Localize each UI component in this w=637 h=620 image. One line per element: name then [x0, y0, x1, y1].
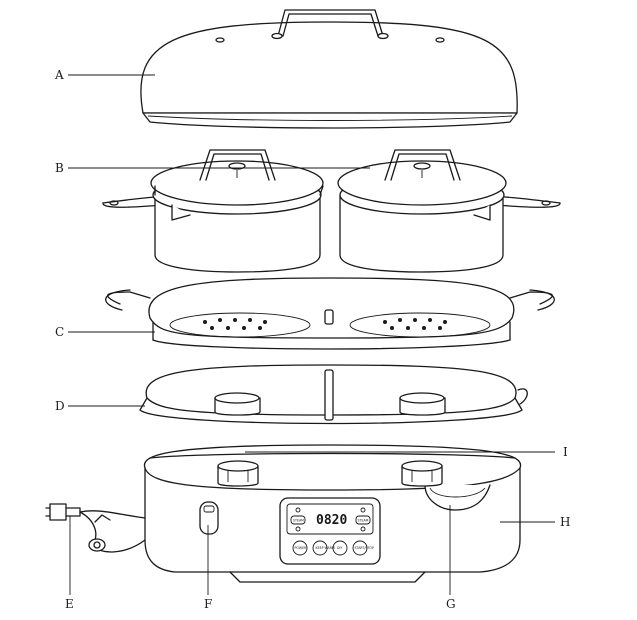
leader-lines — [68, 74, 555, 595]
label-a: A — [54, 68, 64, 82]
svg-text:DIY: DIY — [337, 546, 342, 550]
power-button[interactable] — [292, 540, 308, 556]
water-level-window — [199, 501, 219, 535]
svg-text:KEEP WARM: KEEP WARM — [316, 546, 335, 550]
down-arrow-left-icon[interactable] — [295, 526, 301, 532]
pot-left — [102, 149, 324, 273]
svg-text:STEAM: STEAM — [358, 519, 369, 523]
label-c: C — [55, 325, 64, 339]
label-d: D — [55, 399, 65, 413]
control-panel: 0820 STEAM STEAM POWER KEEP WARM DIY STA… — [279, 497, 381, 565]
up-arrow-right-icon[interactable] — [360, 507, 366, 513]
start-stop-button[interactable] — [352, 540, 368, 556]
label-b: B — [55, 161, 64, 175]
base: 0820 STEAM STEAM POWER KEEP WARM DIY STA… — [143, 444, 522, 583]
steam-right-button[interactable] — [355, 515, 371, 525]
pot-right — [337, 149, 561, 273]
label-i: I — [563, 445, 568, 459]
lid — [140, 9, 518, 129]
diy-button[interactable] — [332, 540, 348, 556]
steam-holes — [203, 318, 447, 330]
label-g: G — [446, 597, 456, 611]
down-arrow-right-icon[interactable] — [360, 526, 366, 532]
display-readout: 0820 — [316, 513, 347, 528]
label-f: F — [204, 597, 212, 611]
svg-text:POWER: POWER — [295, 546, 308, 550]
steam-tray — [105, 277, 555, 350]
keep-warm-button[interactable] — [312, 540, 328, 556]
drip-tray — [139, 364, 528, 425]
steam-left-button[interactable] — [290, 515, 306, 525]
svg-text:START/STOP: START/STOP — [355, 546, 374, 550]
callout-labels: A B C D E F G H I — [54, 68, 570, 611]
svg-text:STEAM: STEAM — [293, 519, 304, 523]
up-arrow-left-icon[interactable] — [295, 507, 301, 513]
power-cord — [45, 503, 146, 553]
label-h: H — [560, 515, 570, 529]
label-e: E — [65, 597, 74, 611]
